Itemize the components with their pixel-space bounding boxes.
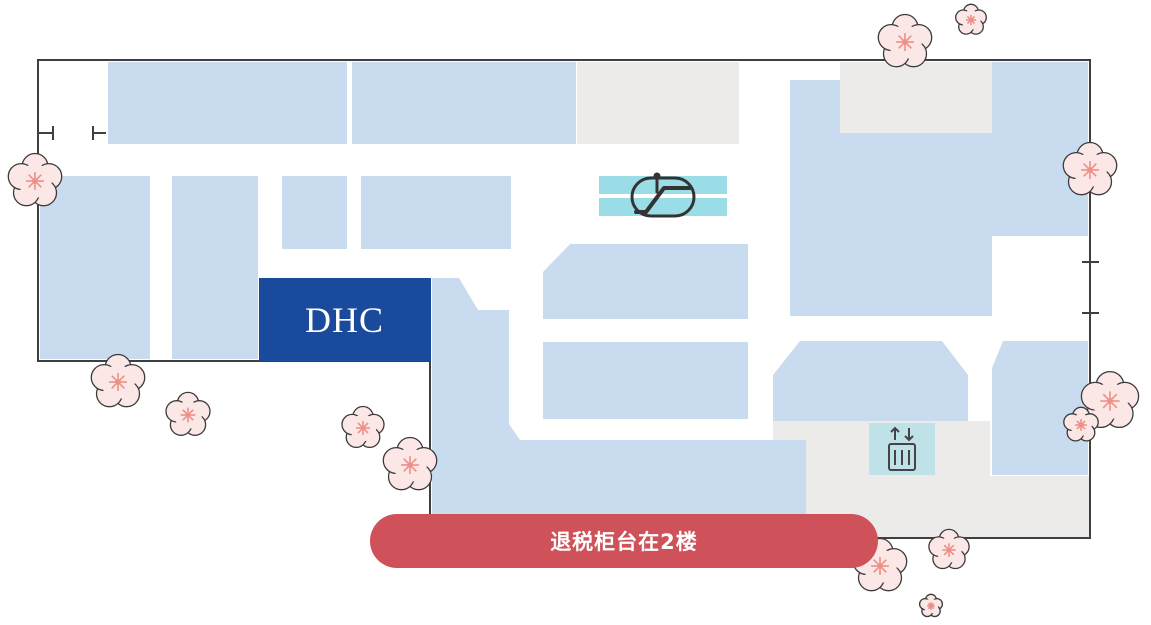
blossom-icon: [341, 405, 385, 449]
blossom-icon: [928, 528, 970, 570]
service-area: [773, 421, 1089, 537]
blossom-icon: [90, 353, 146, 408]
store-block[interactable]: [773, 341, 968, 421]
service-area: [840, 62, 992, 133]
blossom-icon: [7, 152, 63, 207]
blossom-icon: [165, 391, 211, 436]
blossom-icon: [382, 436, 438, 491]
blossom-icon: [955, 3, 987, 35]
blossom-icon: [877, 13, 933, 68]
store-block[interactable]: [543, 244, 748, 319]
store-block[interactable]: [361, 176, 511, 249]
entrance-marks: [38, 126, 1099, 314]
service-area: [577, 62, 739, 144]
blossom-icon: [1080, 370, 1140, 429]
store-block[interactable]: [40, 176, 150, 359]
store-block[interactable]: [543, 342, 748, 419]
escalator-icon[interactable]: [599, 172, 727, 218]
blossom-decorations: [7, 3, 1140, 618]
elevator-icon[interactable]: [869, 423, 935, 475]
store-block[interactable]: [790, 62, 1088, 316]
store-block[interactable]: [992, 341, 1088, 475]
store-block[interactable]: [108, 62, 347, 144]
dhc-store-label: DHC: [304, 299, 384, 340]
store-block[interactable]: [172, 176, 258, 359]
store-block[interactable]: [282, 176, 347, 249]
dhc-store[interactable]: [259, 278, 431, 361]
tax-refund-notice: 退税柜台在2楼: [370, 514, 878, 568]
store-block[interactable]: [432, 278, 806, 536]
blossom-icon: [918, 593, 944, 618]
store-block[interactable]: [352, 62, 576, 144]
blossom-icon: [1062, 141, 1118, 196]
blossom-icon: [1063, 406, 1099, 442]
